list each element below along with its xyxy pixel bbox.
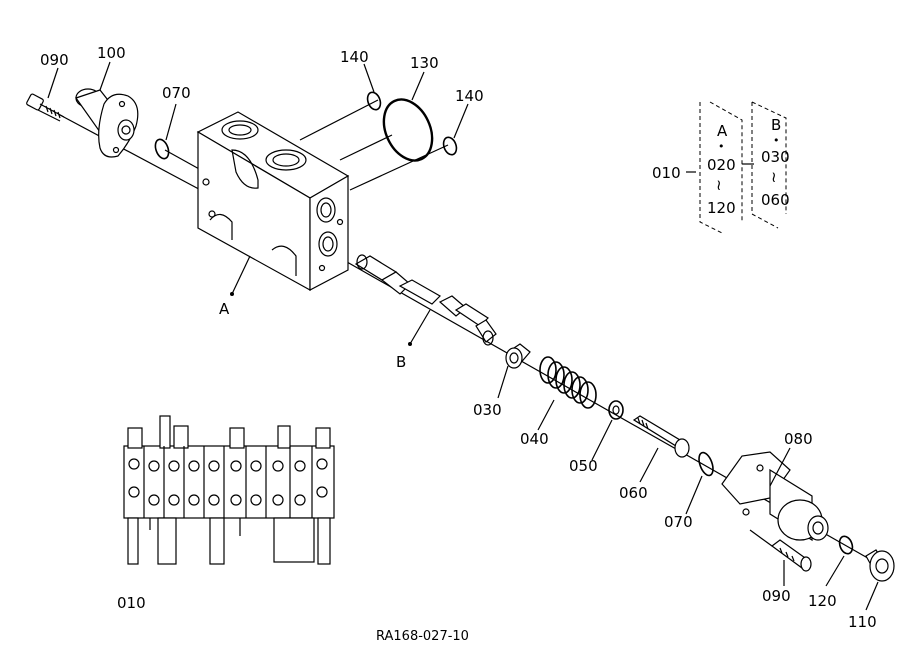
legend-group-b-letter: B xyxy=(771,116,781,134)
label-130: 130 xyxy=(410,54,439,72)
label-110: 110 xyxy=(848,613,877,631)
label-140-left: 140 xyxy=(340,48,369,66)
legend-group-b-dot: • xyxy=(773,134,780,147)
legend-group-a-dot: • xyxy=(718,140,725,153)
washer-050 xyxy=(608,400,624,420)
o-ring-130 xyxy=(382,98,434,162)
label-010-overview: 010 xyxy=(117,594,146,612)
bolt-090-right xyxy=(749,529,812,572)
plug-110 xyxy=(865,549,895,582)
o-ring-070-left xyxy=(154,138,170,160)
o-ring-140-left xyxy=(366,91,382,111)
assembly-legend: 010 A • 020 ≀ 120 B • 030 ≀ 060 xyxy=(652,101,790,235)
label-a: A xyxy=(219,300,230,318)
legend-group-a-tilde: ≀ xyxy=(716,176,722,194)
legend-group-b-tilde: ≀ xyxy=(771,168,777,186)
label-100: 100 xyxy=(97,44,126,62)
legend-group-b-from: 030 xyxy=(761,148,790,166)
label-060: 060 xyxy=(619,484,648,502)
overview-ports-bottom xyxy=(128,486,328,506)
label-090-left: 090 xyxy=(40,51,69,69)
label-b: B xyxy=(396,353,406,371)
bolt-090-left xyxy=(26,93,65,122)
cap-080 xyxy=(721,451,829,542)
legend-group-a-letter: A xyxy=(717,122,728,140)
part-labels: 090 100 070 140 130 140 A B 030 040 050 … xyxy=(40,44,877,631)
flange-100 xyxy=(75,88,139,158)
spool-b xyxy=(354,254,497,346)
legend-group-b-to: 060 xyxy=(761,191,790,209)
label-070-left: 070 xyxy=(162,84,191,102)
assembly-overview-010 xyxy=(123,415,335,565)
leader-lines xyxy=(47,61,879,611)
spring-040 xyxy=(539,356,597,409)
o-ring-070-right xyxy=(698,451,714,477)
label-070-right: 070 xyxy=(664,513,693,531)
label-120: 120 xyxy=(808,592,837,610)
legend-assembly-number: 010 xyxy=(652,164,681,182)
label-090-right: 090 xyxy=(762,587,791,605)
label-140-right: 140 xyxy=(455,87,484,105)
o-ring-120 xyxy=(838,535,854,555)
sleeve-030 xyxy=(505,343,531,369)
bolt-060 xyxy=(632,415,690,458)
o-ring-140-right xyxy=(442,136,458,156)
label-050: 050 xyxy=(569,457,598,475)
legend-group-a-from: 020 xyxy=(707,156,736,174)
label-030: 030 xyxy=(473,401,502,419)
valve-body-a xyxy=(196,111,350,292)
label-080: 080 xyxy=(784,430,813,448)
overview-ports-top xyxy=(128,458,328,472)
label-040: 040 xyxy=(520,430,549,448)
figure-reference-code: RA168-027-10 xyxy=(376,629,469,644)
legend-group-a-to: 120 xyxy=(707,199,736,217)
